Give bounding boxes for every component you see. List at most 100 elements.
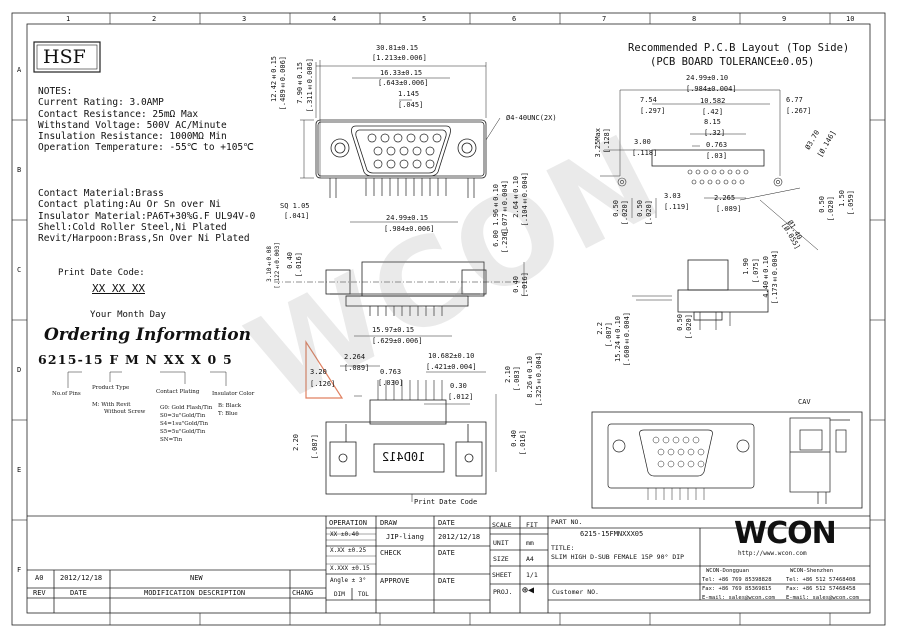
- tb-tol-row: XX ±0.40: [330, 531, 359, 538]
- dim-label: 10.582: [700, 97, 726, 105]
- dim-label: 15.24±0.10: [614, 316, 622, 362]
- dim-label: [.016]: [295, 252, 303, 278]
- tb-date-label: DATE: [438, 549, 455, 557]
- dim-label: [.118]: [632, 149, 658, 157]
- legend-pins: No.of Pins: [52, 391, 81, 397]
- tb-fax1: Fax: +86 769 85369815: [702, 586, 772, 592]
- grid-col-8: 8: [692, 15, 697, 23]
- dim-label: [.016]: [521, 272, 529, 298]
- tb-proj: PROJ.: [493, 588, 513, 596]
- material-line: Insulator Material:PA6T+30%G.F UL94V-0: [38, 210, 256, 222]
- dim-label: [.42]: [702, 108, 724, 116]
- material-line: Contact plating:Au Or Sn over Ni: [38, 199, 222, 211]
- grid-col-5: 5: [422, 15, 427, 23]
- dim-label: 0.763: [380, 368, 402, 376]
- dim-label: 3.00: [634, 138, 651, 146]
- ordering-part-number: 6215-15 F M N XX X 0 5: [38, 352, 233, 367]
- legend-product-type-opt: M: With Revit: [92, 402, 131, 408]
- dim-label: [.325±0.004]: [535, 352, 543, 407]
- dim-label: [.089]: [716, 205, 742, 213]
- dim-label: [.016]: [519, 430, 527, 456]
- grid-col-6: 6: [512, 15, 517, 23]
- dim-label: 3.20: [310, 368, 327, 376]
- grid-col-9: 9: [782, 15, 787, 23]
- dim-label: [.030]: [378, 379, 404, 387]
- dim-label: [.643±0.006]: [378, 79, 429, 87]
- rev-label: REV: [33, 589, 46, 597]
- tb-fax2: Fax: +86 512 57468458: [786, 586, 856, 592]
- tb-draw-date: 2012/12/18: [438, 533, 481, 541]
- tb-company-url: http://www.wcon.com: [738, 550, 807, 557]
- tb-drawer: JIP-liang: [386, 533, 424, 541]
- dim-label: 1.96±0.10: [492, 184, 500, 226]
- cav-label: CAV: [798, 398, 811, 406]
- tb-check: CHECK: [380, 549, 402, 557]
- dim-label: 0.50: [818, 196, 826, 213]
- dim-label: [.087]: [311, 434, 319, 460]
- tb-unit: UNIT: [493, 539, 509, 547]
- wcon-logo: WCON: [734, 516, 837, 551]
- rev-letter: A0: [35, 574, 44, 582]
- legend-plating-opt: G0: Gold Flash/Tin: [160, 405, 213, 411]
- dim-label: [.984±0.004]: [686, 85, 737, 93]
- dim-label: [.089]: [344, 364, 370, 372]
- dim-label: 0.50: [636, 200, 644, 217]
- dim-label: [.984±0.006]: [384, 225, 435, 233]
- legend-product-type-opt: Without Screw: [104, 409, 146, 415]
- grid-col-3: 3: [242, 15, 247, 23]
- tb-dim: DIM: [334, 591, 345, 598]
- dim-label: 8.26±0.10: [526, 356, 534, 398]
- dim-label: 6.77: [786, 96, 803, 104]
- material-block: Contact Material:Brass Contact plating:A…: [38, 188, 255, 244]
- tb-tol-row: X.XXX ±0.15: [330, 565, 370, 572]
- hsf-label: HSF: [43, 46, 86, 68]
- dim-label: [.041]: [284, 212, 310, 220]
- tb-cn1: WCON-Dongguan: [706, 568, 750, 574]
- notes-block: NOTES: Current Rating: 3.0AMP Contact Re…: [38, 86, 254, 154]
- dim-label: 4.40±0.10: [762, 256, 770, 298]
- grid-row-a: A: [17, 66, 22, 74]
- tb-size-val: A4: [526, 555, 534, 563]
- tb-part-no: 6215-15FMNXXX05: [580, 530, 644, 538]
- note-line: Withstand Voltage: 500V AC/Minute: [38, 119, 227, 131]
- dim-label: 2.265: [714, 194, 736, 202]
- legend-plating-opt: S0=3u"Gold/Tin: [160, 413, 206, 419]
- dim-label: [.126]: [310, 380, 336, 388]
- dim-label: [.297]: [640, 107, 666, 115]
- mark-label: 10D412: [382, 450, 426, 464]
- grid-row-c: C: [17, 266, 22, 274]
- legend-plating-opt: S4=1su"Gold/Tin: [160, 421, 209, 427]
- dim-label: [.059]: [847, 190, 855, 216]
- pcb-title: Recommended P.C.B Layout (Top Side): [628, 42, 850, 54]
- note-line: Insulation Resistance: 1000MΩ Min: [38, 131, 227, 143]
- pcb-tolerance: (PCB BOARD TOLERANCE±0.05): [650, 56, 815, 68]
- dim-label: [.020]: [827, 196, 835, 222]
- grid-col-1: 1: [66, 15, 71, 23]
- dim-label: 1.145: [398, 90, 420, 98]
- grid-col-7: 7: [602, 15, 607, 23]
- print-date-code-label: Print Date Code: [414, 498, 478, 506]
- tb-scale-val: FIT: [526, 521, 538, 529]
- notes-title: NOTES:: [38, 86, 73, 97]
- dim-label: [.075]: [752, 258, 760, 284]
- dim-label: [.020]: [685, 314, 693, 340]
- tb-title-label: TITLE:: [551, 544, 575, 552]
- dim-label: 2.10: [504, 366, 512, 383]
- tb-title: SLIM HIGH D-SUB FEMALE 15P 90° DIP: [551, 553, 685, 561]
- dim-label: 0.40: [286, 252, 294, 269]
- dim-label: 6.00: [492, 230, 500, 247]
- tb-cn2: WCON-Shenzhen: [790, 568, 834, 574]
- dim-label: 15.97±0.15: [372, 326, 415, 334]
- dim-label: 24.99±0.15: [386, 214, 429, 222]
- dim-label: 30.81±0.15: [376, 44, 419, 52]
- dim-label: [.128]: [603, 128, 611, 154]
- grid-row-f: F: [17, 566, 22, 574]
- note-line: Operation Temperature: -55℃ to +105℃: [38, 142, 254, 154]
- dim-label: [.267]: [786, 107, 812, 115]
- dim-label: [.236]: [501, 228, 509, 254]
- dim-label: [.122±0.003]: [274, 242, 281, 289]
- tb-sheet: SHEET: [492, 571, 512, 579]
- dim-label: [.600±0.004]: [623, 312, 631, 367]
- dim-label: 7.54: [640, 96, 657, 104]
